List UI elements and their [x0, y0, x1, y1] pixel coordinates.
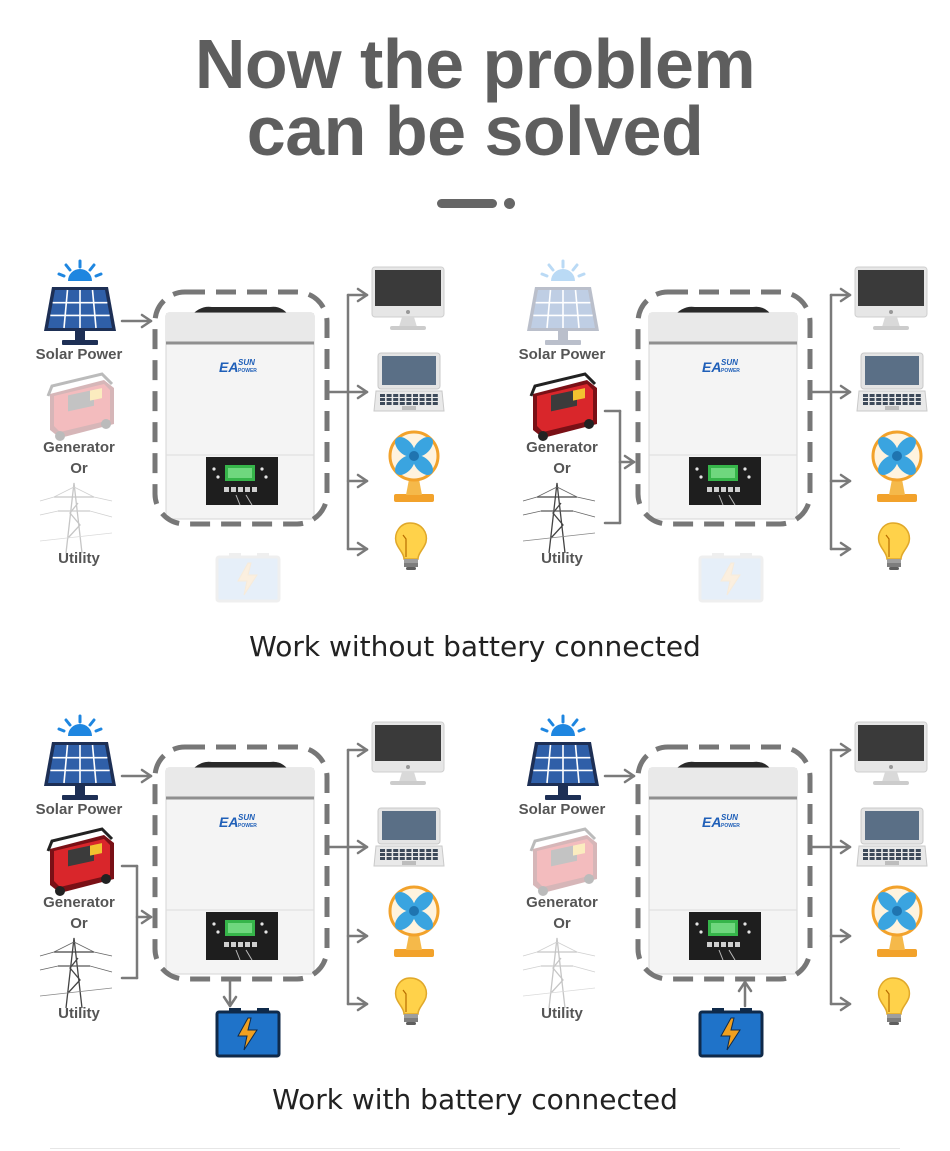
utility-label: Utility: [541, 550, 583, 567]
svg-text:SUN: SUN: [721, 358, 738, 367]
solar-panel-icon: [44, 259, 116, 345]
monitor-icon: [854, 266, 928, 330]
caption-without-battery: Work without battery connected: [249, 630, 701, 663]
fan-icon: [871, 430, 923, 502]
sun-icon: [57, 714, 103, 736]
or-label: Or: [70, 915, 88, 932]
generator-label: Generator: [526, 894, 598, 911]
bottom-divider: [50, 1148, 900, 1149]
light-bulb-icon: [877, 977, 911, 1025]
svg-text:EA: EA: [702, 359, 721, 375]
laptop-icon: [373, 352, 445, 412]
solar-power-label: Solar Power: [518, 346, 606, 363]
power-tower-icon: [522, 937, 596, 1009]
generator-label: Generator: [526, 439, 598, 456]
laptop-icon: [856, 352, 928, 412]
monitor-icon: [854, 721, 928, 785]
fan-icon: [388, 885, 440, 957]
generator-icon: [529, 827, 597, 896]
or-label: Or: [553, 915, 571, 932]
or-label: Or: [70, 460, 88, 477]
svg-text:EA: EA: [702, 814, 721, 830]
svg-text:EA: EA: [219, 814, 238, 830]
sun-icon: [540, 259, 586, 281]
sun-icon: [540, 714, 586, 736]
generator-label: Generator: [43, 894, 115, 911]
svg-text:EA: EA: [219, 359, 238, 375]
title-divider-dot: [504, 198, 515, 209]
power-tower-icon: [39, 937, 113, 1009]
battery-icon: [215, 1008, 281, 1058]
solar-panel-icon: [44, 714, 116, 800]
fan-icon: [388, 430, 440, 502]
svg-text:POWER: POWER: [238, 823, 257, 829]
generator-icon: [46, 827, 114, 896]
laptop-icon: [373, 807, 445, 867]
monitor-icon: [371, 721, 445, 785]
light-bulb-icon: [394, 522, 428, 570]
light-bulb-icon: [877, 522, 911, 570]
utility-label: Utility: [58, 550, 100, 567]
or-label: Or: [553, 460, 571, 477]
power-tower-icon: [39, 482, 113, 554]
svg-text:SUN: SUN: [238, 813, 255, 822]
generator-label: Generator: [43, 439, 115, 456]
flow-arrows: [603, 287, 852, 557]
svg-text:POWER: POWER: [721, 823, 740, 829]
svg-text:POWER: POWER: [721, 368, 740, 374]
fan-icon: [871, 885, 923, 957]
svg-text:POWER: POWER: [238, 368, 257, 374]
page-title-line-2: can be solved: [246, 92, 704, 170]
power-tower-icon: [522, 482, 596, 554]
caption-with-battery: Work with battery connected: [272, 1083, 678, 1116]
flow-arrows: [120, 287, 369, 557]
title-divider: [437, 199, 497, 208]
solar-panel-icon: [527, 714, 599, 800]
sun-icon: [57, 259, 103, 281]
battery-icon: [698, 1008, 764, 1058]
utility-label: Utility: [58, 1005, 100, 1022]
battery-icon: [215, 553, 281, 603]
monitor-icon: [371, 266, 445, 330]
light-bulb-icon: [394, 977, 428, 1025]
page-title-line-1: Now the problem: [194, 25, 756, 103]
battery-icon: [698, 553, 764, 603]
flow-arrows: [603, 742, 852, 1012]
generator-icon: [529, 372, 597, 441]
solar-power-label: Solar Power: [518, 801, 606, 818]
solar-power-label: Solar Power: [35, 801, 123, 818]
flow-arrows: [120, 742, 369, 1012]
svg-text:SUN: SUN: [238, 358, 255, 367]
solar-power-label: Solar Power: [35, 346, 123, 363]
laptop-icon: [856, 807, 928, 867]
solar-panel-icon: [527, 259, 599, 345]
generator-icon: [46, 372, 114, 441]
utility-label: Utility: [541, 1005, 583, 1022]
svg-text:SUN: SUN: [721, 813, 738, 822]
